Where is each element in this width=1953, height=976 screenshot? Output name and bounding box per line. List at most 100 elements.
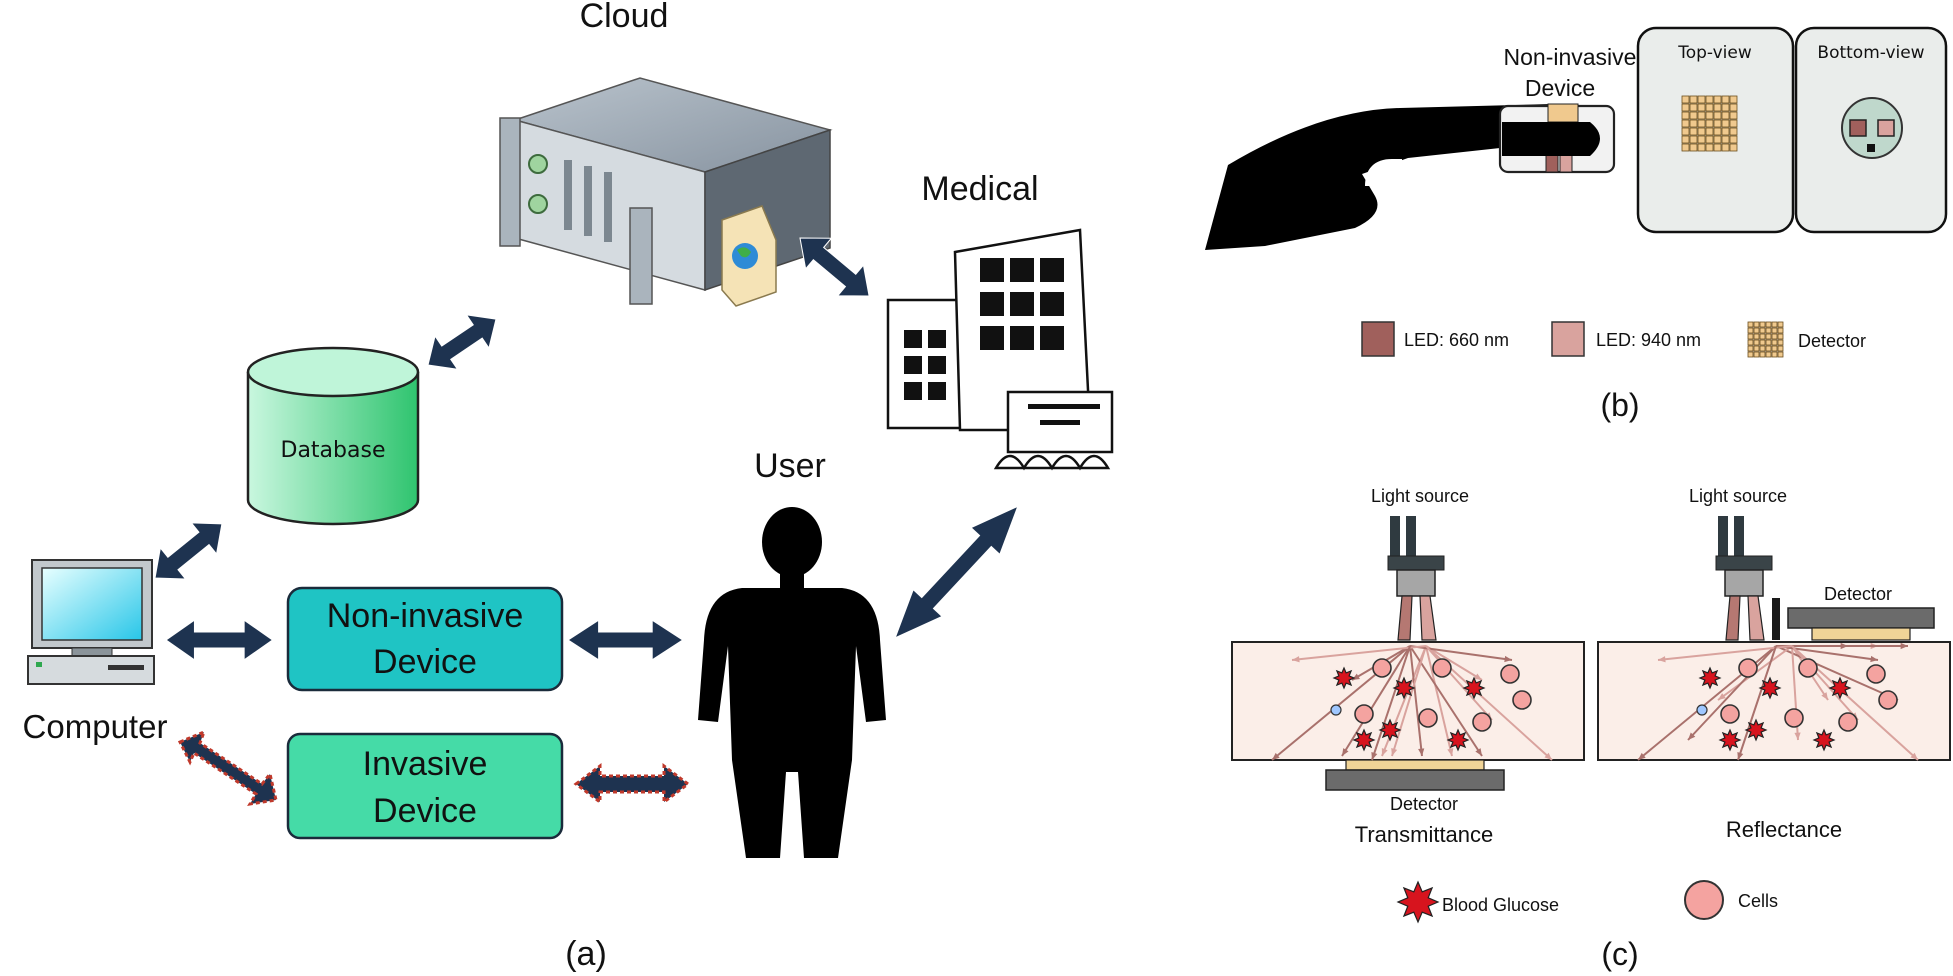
legend-swatch-detector bbox=[1747, 321, 1784, 358]
detector-cell bbox=[1759, 327, 1766, 334]
cell bbox=[1354, 704, 1374, 724]
bottom-led-660 bbox=[1849, 119, 1867, 137]
dashed-arrow-invasive-user bbox=[573, 763, 691, 805]
cell bbox=[1798, 658, 1818, 678]
detector-cell bbox=[1681, 111, 1690, 120]
light-ray-arrowhead bbox=[1737, 752, 1744, 760]
detector-cell bbox=[1705, 95, 1714, 104]
cell bbox=[1432, 658, 1452, 678]
blood-glucose-star bbox=[1744, 718, 1768, 742]
detector-cell bbox=[1771, 321, 1778, 328]
light-source-label-reflectance: Light source bbox=[1689, 486, 1787, 506]
detector-cell bbox=[1697, 95, 1706, 104]
detector-cell bbox=[1729, 119, 1738, 128]
invasive-label-line2: Device bbox=[373, 792, 477, 830]
detector-cell bbox=[1697, 127, 1706, 136]
fingertip bbox=[1502, 122, 1600, 156]
cell bbox=[1472, 712, 1492, 732]
detector-cell bbox=[1729, 135, 1738, 144]
detector-base-transmittance bbox=[1325, 769, 1505, 791]
panel-a: Cloud Medical Database bbox=[23, 0, 1114, 973]
detector-cell bbox=[1729, 143, 1738, 152]
legend-swatch-led-660 bbox=[1361, 321, 1395, 357]
detector-cell bbox=[1753, 321, 1760, 328]
detector-cell bbox=[1777, 321, 1784, 328]
detector-cell bbox=[1777, 345, 1784, 352]
blood-glucose-star bbox=[1332, 666, 1356, 690]
legend-led-940-label: LED: 940 nm bbox=[1596, 330, 1701, 350]
light-ray-arrowhead bbox=[1418, 748, 1425, 756]
detector-cell bbox=[1747, 345, 1754, 352]
dashed-arrow-computer-invasive bbox=[177, 729, 278, 806]
light-ray-arrowhead bbox=[1718, 693, 1726, 700]
detector-cell bbox=[1721, 127, 1730, 136]
hospital-building-icon bbox=[886, 228, 1114, 471]
detector-cell bbox=[1765, 333, 1772, 340]
detector-base-reflectance bbox=[1787, 607, 1935, 629]
detector-cell bbox=[1747, 351, 1754, 358]
light-ray bbox=[1291, 645, 1427, 661]
detector-cell bbox=[1771, 345, 1778, 352]
detector-cell bbox=[1721, 103, 1730, 112]
transmittance-setup bbox=[1231, 516, 1585, 791]
detector-cell bbox=[1759, 333, 1766, 340]
detector-cell bbox=[1765, 345, 1772, 352]
invasive-device-box: Invasive Device bbox=[286, 732, 564, 840]
detector-cell bbox=[1713, 103, 1722, 112]
light-ray-arrowhead bbox=[1688, 732, 1696, 740]
bottom-view-label: Bottom-view bbox=[1817, 43, 1924, 63]
detector-label-transmittance: Detector bbox=[1390, 794, 1458, 814]
light-ray-arrowhead bbox=[1381, 748, 1388, 756]
detector-cell bbox=[1729, 103, 1738, 112]
light-ray-arrowhead bbox=[1292, 656, 1300, 663]
cell bbox=[1418, 708, 1438, 728]
detector-label-reflectance: Detector bbox=[1824, 584, 1892, 604]
detector-cell bbox=[1705, 111, 1714, 120]
light-ray bbox=[1425, 645, 1453, 757]
database-label: Database bbox=[281, 438, 386, 463]
blood-glucose-star bbox=[1812, 728, 1836, 752]
detector-cell bbox=[1705, 127, 1714, 136]
light-ray-arrowhead bbox=[1870, 655, 1878, 663]
detector-cell bbox=[1765, 351, 1772, 358]
cell bbox=[1784, 708, 1804, 728]
blood-glucose-star bbox=[1446, 728, 1470, 752]
light-ray-arrowhead bbox=[1391, 748, 1398, 756]
detector-cell bbox=[1681, 143, 1690, 152]
light-ray-arrowhead bbox=[1504, 655, 1512, 663]
transmittance-label: Transmittance bbox=[1355, 822, 1494, 847]
detector-cell bbox=[1689, 127, 1698, 136]
device-detector-strip bbox=[1547, 103, 1579, 123]
arrow-database-cloud bbox=[416, 302, 508, 383]
blood-glucose-star bbox=[1758, 676, 1782, 700]
detector-cell bbox=[1721, 111, 1730, 120]
detector-cell bbox=[1777, 327, 1784, 334]
computer-icon bbox=[27, 559, 155, 685]
detector-cell bbox=[1753, 351, 1760, 358]
detector-cell bbox=[1721, 119, 1730, 128]
detector-cell bbox=[1765, 321, 1772, 328]
reflectance-label: Reflectance bbox=[1726, 817, 1842, 842]
panel-c: Light source Detector Transmittance Ligh… bbox=[1231, 486, 1951, 972]
light-ray-arrowhead bbox=[1910, 752, 1918, 760]
cell bbox=[1720, 704, 1740, 724]
database-icon bbox=[246, 346, 420, 526]
blood-glucose-star bbox=[1828, 676, 1852, 700]
light-ray bbox=[1737, 645, 1777, 761]
blood-glucose-star bbox=[1396, 880, 1440, 924]
light-ray bbox=[1425, 645, 1493, 721]
detector-pad-reflectance bbox=[1811, 627, 1911, 641]
legend-cells-label: Cells bbox=[1738, 891, 1778, 911]
light-ray-arrowhead bbox=[1821, 692, 1828, 700]
detector-cell bbox=[1747, 321, 1754, 328]
legend-swatch-led-940 bbox=[1551, 321, 1585, 357]
detector-cell bbox=[1771, 339, 1778, 346]
light-ray-arrowhead bbox=[1900, 642, 1908, 650]
detector-cell bbox=[1721, 95, 1730, 104]
light-ray bbox=[1791, 645, 1859, 721]
blood-glucose-star bbox=[1718, 728, 1742, 752]
bottom-photodiode bbox=[1867, 144, 1875, 152]
detector-cell bbox=[1681, 103, 1690, 112]
cell bbox=[1372, 658, 1392, 678]
